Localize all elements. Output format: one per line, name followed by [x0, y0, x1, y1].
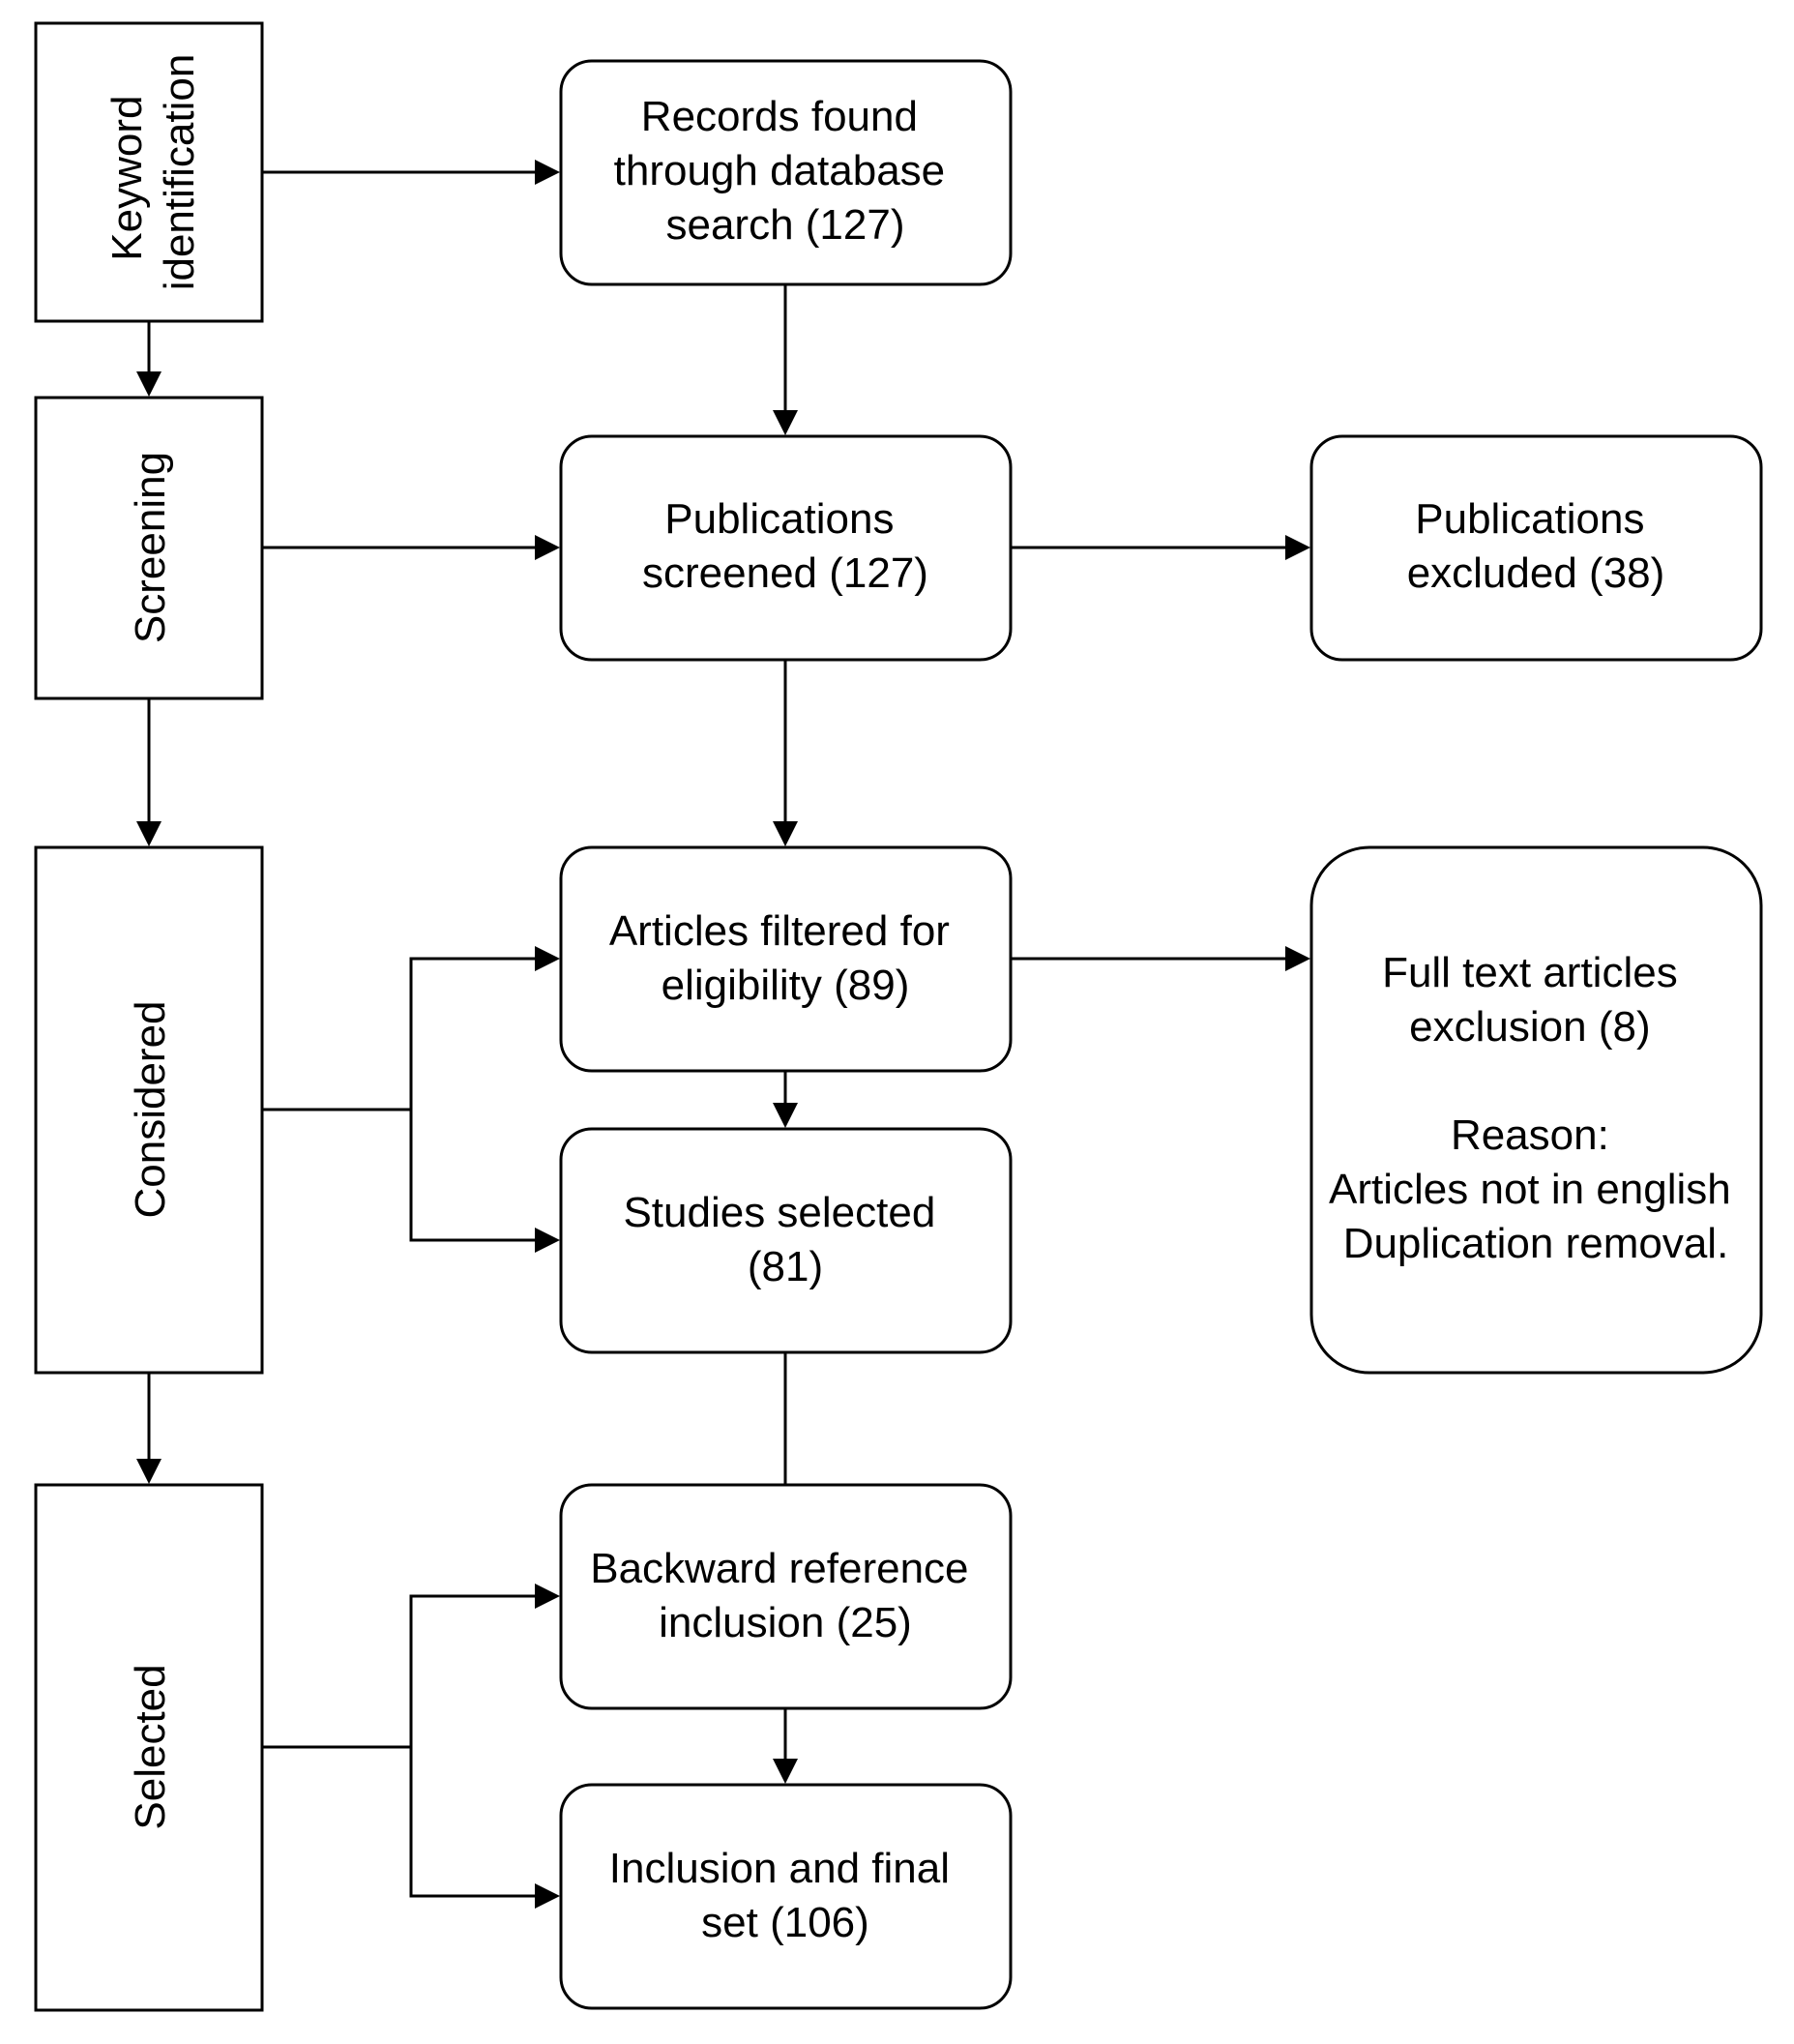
- arrowhead: [136, 821, 162, 846]
- arrowhead: [773, 410, 798, 435]
- stage-label: Keyword identification: [103, 54, 203, 291]
- box-publications-screened: Publications screened (127): [559, 434, 1013, 662]
- arrowhead: [773, 821, 798, 846]
- connector-considered-to-studies: [409, 1110, 539, 1242]
- stage-considered: Considered: [34, 845, 264, 1375]
- arrowhead: [773, 1103, 798, 1128]
- box-label: Publications screened (127): [642, 495, 928, 597]
- process-box: [559, 1483, 1013, 1710]
- arrowhead: [535, 1228, 560, 1253]
- stage-box: [34, 845, 264, 1375]
- process-box: [559, 434, 1013, 662]
- stage-selected: Selected: [34, 1483, 264, 2012]
- box-full-text-exclusion: Full text articles exclusion (8) Reason:…: [1309, 845, 1763, 1375]
- arrowhead: [1285, 946, 1310, 971]
- box-label: Backward reference inclusion (25): [590, 1545, 981, 1646]
- process-box: [559, 845, 1013, 1073]
- box-label: Inclusion and final set (106): [609, 1845, 961, 1946]
- box-backward-reference: Backward reference inclusion (25): [559, 1483, 1013, 1710]
- connector-selected-to-backward: [409, 1594, 539, 1747]
- arrowhead: [136, 1459, 162, 1484]
- box-final-set: Inclusion and final set (106): [559, 1783, 1013, 2010]
- stage-label: Screening: [127, 452, 174, 643]
- arrowhead: [535, 535, 560, 560]
- connector-selected-to-final: [409, 1747, 539, 1898]
- stage-screening: Screening: [34, 396, 264, 700]
- process-box: [559, 1127, 1013, 1354]
- box-publications-excluded: Publications excluded (38): [1309, 434, 1763, 662]
- arrowhead: [535, 160, 560, 185]
- stage-box: [34, 21, 264, 323]
- box-articles-filtered: Articles filtered for eligibility (89): [559, 845, 1013, 1073]
- box-label: Articles filtered for eligibility (89): [609, 907, 961, 1009]
- process-box: [1309, 434, 1763, 662]
- stage-label: Considered: [127, 1000, 174, 1218]
- box-label: Publications excluded (38): [1407, 495, 1665, 597]
- stage-keyword-identification: Keyword identification: [34, 21, 264, 323]
- connector-considered-to-articles: [409, 957, 539, 1110]
- arrowhead: [136, 371, 162, 397]
- arrowhead: [773, 1759, 798, 1784]
- stage-label: Selected: [127, 1664, 174, 1829]
- stage-box: [34, 1483, 264, 2012]
- box-label: Full text articles exclusion (8) Reason:…: [1329, 949, 1743, 1267]
- arrowhead: [535, 946, 560, 971]
- process-box: [1309, 845, 1763, 1375]
- box-label: Studies selected (81): [623, 1189, 947, 1290]
- arrowhead: [535, 1584, 560, 1609]
- box-records-found: Records found through database search (1…: [559, 59, 1013, 286]
- process-box: [559, 1783, 1013, 2010]
- arrowhead: [535, 1883, 560, 1909]
- box-label: Records found through database search (1…: [614, 93, 957, 249]
- box-studies-selected: Studies selected (81): [559, 1127, 1013, 1354]
- arrowhead: [1285, 535, 1310, 560]
